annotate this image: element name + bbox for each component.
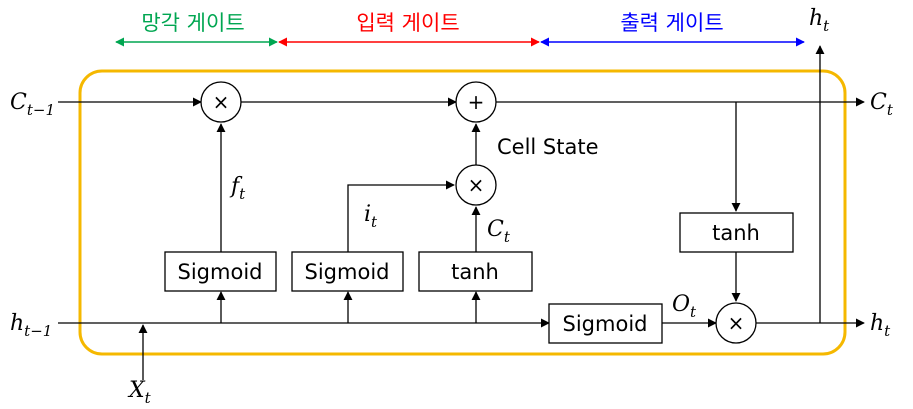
input-multiply-symbol: × xyxy=(468,173,485,197)
h-next-label: ht xyxy=(870,311,891,340)
input-gate-title: 입력 게이트 xyxy=(356,11,459,35)
tanh-output-label: tanh xyxy=(712,221,760,245)
o-t-label: Ot xyxy=(672,292,697,321)
h-top-label: ht xyxy=(809,6,830,35)
f-t-label: ft xyxy=(229,174,246,203)
c-prev-label: Ct−1 xyxy=(10,90,55,119)
lstm-cell-frame xyxy=(78,69,847,356)
tanh-output-box xyxy=(679,212,794,253)
output-gate-title: 출력 게이트 xyxy=(620,11,723,35)
cell-add-symbol: + xyxy=(468,90,485,114)
i-t-label: it xyxy=(364,202,378,231)
c-tilde-label: Ct xyxy=(487,217,511,246)
forget-gate-title: 망각 게이트 xyxy=(141,11,244,35)
output-multiply-node xyxy=(715,302,757,344)
output-multiply-symbol: × xyxy=(728,311,745,335)
forget-multiply-symbol: × xyxy=(213,90,230,114)
tanh-input-box xyxy=(418,251,533,292)
sigmoid-forget-box xyxy=(164,251,277,292)
sigmoid-input-label: Sigmoid xyxy=(305,260,390,284)
input-multiply-node xyxy=(455,164,497,206)
forget-multiply-node xyxy=(200,81,242,123)
sigmoid-input-box xyxy=(291,251,404,292)
h-prev-label: ht−1 xyxy=(10,311,52,340)
c-next-label: Ct xyxy=(870,90,894,119)
cell-state-label: Cell State xyxy=(497,135,599,159)
sigmoid-output-label: Sigmoid xyxy=(563,312,648,336)
x-input-label: Xt xyxy=(127,378,152,407)
sigmoid-output-box xyxy=(548,303,663,344)
input-sigmoid-out-arrow xyxy=(347,180,455,252)
tanh-input-label: tanh xyxy=(451,260,499,284)
cell-add-node xyxy=(455,81,497,123)
sigmoid-forget-label: Sigmoid xyxy=(178,260,263,284)
